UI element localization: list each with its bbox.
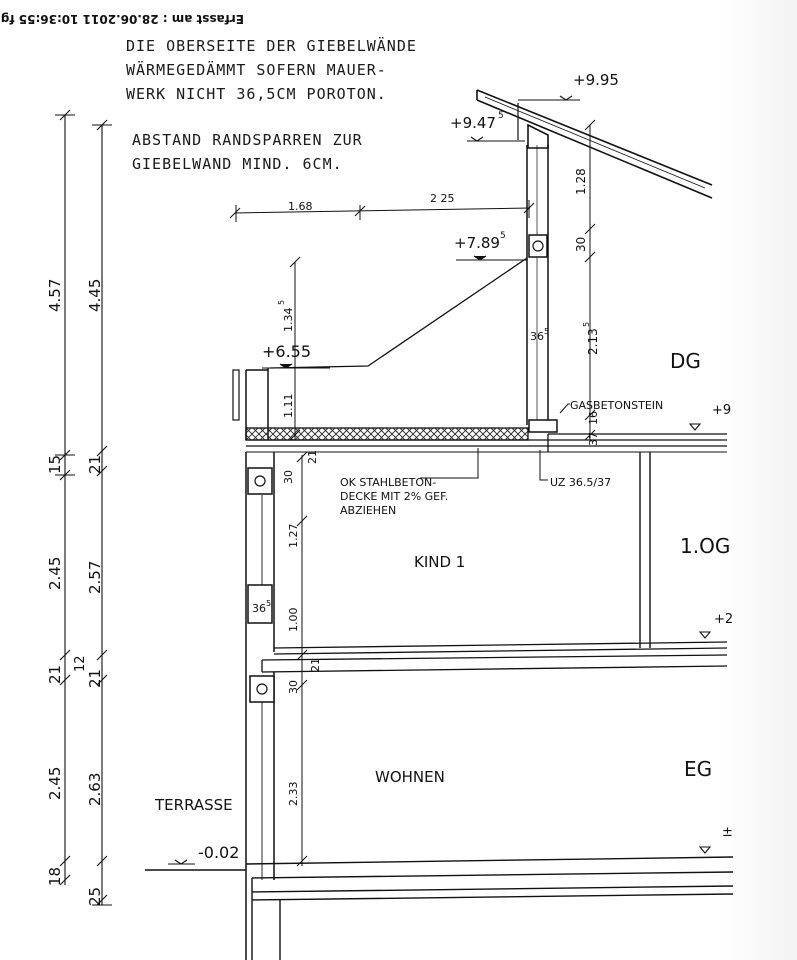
chain-dimension-labels: 4.57 15 2.45 21 2.45 18 4.45 21 2.57 12 … (46, 279, 104, 906)
chain2-21: 21 (86, 455, 104, 474)
level-markers (168, 95, 712, 865)
dim-2-13: 2.13 (586, 328, 600, 355)
level-ridge: +9.95 (573, 71, 619, 89)
chain2-21b: 21 (86, 669, 104, 688)
label-deck-3: ABZIEHEN (340, 504, 396, 517)
rafter-note-line-1: ABSTAND RANDSPARREN ZUR (132, 131, 363, 149)
dim-16: 16 (587, 411, 600, 425)
interior-dimension-lines (289, 119, 596, 867)
rafter-note-line-2: GIEBELWAND MIND. 6CM. (132, 155, 343, 173)
level-right-3: ± (722, 825, 733, 840)
dim-2-33: 2.33 (287, 782, 300, 807)
room-kind: KIND 1 (414, 553, 465, 571)
level-eave-sup: 5 (498, 111, 504, 121)
level-right-2: +2 (714, 612, 733, 627)
chain1-2-45b: 2.45 (46, 767, 64, 800)
dim-wall-36-lower: 36 (252, 602, 266, 615)
chain1-15: 15 (46, 455, 64, 474)
level-right-1: +9 (712, 403, 731, 418)
dim-og-30: 30 (282, 470, 295, 484)
label-uz: UZ 36.5/37 (550, 476, 611, 489)
room-wohnen: WOHNEN (375, 768, 445, 786)
dim-1-11: 1.11 (282, 394, 295, 419)
dim-dg-30: 30 (574, 237, 588, 252)
dim-wall-36-upper-sup: 5 (544, 327, 549, 336)
parapet-slope-line (269, 257, 528, 369)
room-eg: EG (684, 757, 712, 781)
dim-og-21: 21 (309, 658, 322, 672)
roof (476, 89, 713, 199)
label-deck-1: OK STAHLBETON- (340, 476, 436, 489)
gable-note-line-3: WERK NICHT 36,5CM POROTON. (126, 85, 387, 103)
chain1-2-45a: 2.45 (46, 557, 64, 590)
gasbeton-block (528, 419, 558, 433)
roof-top-line (476, 89, 713, 186)
level-upper-floor-sup: 5 (500, 231, 506, 241)
ground-slab (145, 856, 734, 960)
dim-1-28: 1.28 (574, 168, 588, 195)
chain2-25: 25 (86, 887, 104, 906)
dg-floor-slab (245, 427, 727, 453)
room-labels: DG 1.OG EG KIND 1 WOHNEN TERRASSE (154, 349, 730, 814)
level-parapet: +6.55 (262, 342, 311, 361)
dim-1-00: 1.00 (287, 608, 300, 633)
gable-note-line-2: WÄRMEGEDÄMMT SOFERN MAUER- (126, 61, 387, 79)
level-upper-floor: +7.89 (454, 234, 500, 252)
chain2-2-63: 2.63 (86, 773, 104, 806)
dimension-labels: 1.68 2 25 36 5 36 5 1.28 30 2.13 5 16 37… (252, 168, 600, 806)
room-dg: DG (670, 349, 701, 373)
level-eave: +9.47 (450, 114, 496, 132)
leader-lines (420, 403, 570, 481)
level-labels: +9.95 +9.47 5 +7.89 5 +6.55 -0.02 +9 +2 … (198, 71, 733, 862)
chain1-21: 21 (46, 665, 64, 684)
dim-2-25: 2 25 (430, 192, 455, 205)
dim-1-68: 1.68 (288, 200, 313, 213)
dim-1-34: 1.34 (282, 308, 295, 333)
dim-1-34-sup: 5 (277, 300, 286, 305)
dim-wall-36-lower-sup: 5 (266, 599, 271, 608)
chain2-12: 12 (73, 655, 88, 672)
dim-37: 37 (587, 432, 600, 446)
chain1-4-57: 4.57 (46, 279, 64, 312)
dim-1-27: 1.27 (287, 524, 300, 549)
roof-rafter-line (476, 99, 713, 199)
top-horizontal-dimension (229, 200, 535, 222)
annotation-labels: GASBETONSTEIN UZ 36.5/37 OK STAHLBETON- … (340, 399, 663, 517)
room-terrasse: TERRASSE (154, 796, 233, 814)
dim-2-13-sup: 5 (582, 322, 591, 327)
level-ground: -0.02 (198, 843, 239, 862)
dg-wall (526, 145, 558, 433)
chain2-2-57: 2.57 (86, 561, 104, 594)
label-deck-2: DECKE MIT 2% GEF. (340, 490, 448, 503)
dim-par-21: 21 (306, 450, 319, 464)
og-floor-slab (261, 641, 728, 673)
og-partition (639, 452, 651, 648)
chain1-18: 18 (46, 867, 64, 886)
left-dimension-chains (55, 109, 112, 906)
scan-shadow-strip (717, 0, 797, 960)
eg-exterior-wall (249, 672, 275, 880)
room-og: 1.OG (680, 534, 730, 558)
og-exterior-wall (245, 452, 275, 960)
gable-note-line-1: DIE OBERSEITE DER GIEBELWÄNDE (126, 37, 417, 55)
chain2-4-45: 4.45 (86, 279, 104, 312)
label-gasbeton: GASBETONSTEIN (570, 399, 663, 412)
dim-wall-36-upper: 36 (530, 330, 544, 343)
dim-eg-30: 30 (287, 680, 300, 694)
